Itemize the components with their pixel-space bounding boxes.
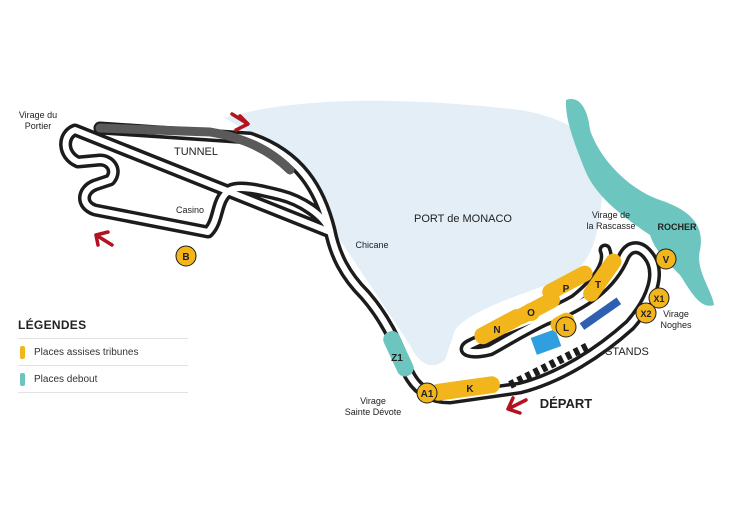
legend-item-seated: Places assises tribunes	[18, 338, 188, 365]
stand-marker-X1[interactable]: X1	[648, 287, 670, 309]
port-water	[225, 100, 605, 366]
label-rascasse-2: la Rascasse	[586, 221, 635, 231]
place-labels: Virage du Portier TUNNEL Casino Chicane …	[19, 110, 697, 417]
label-chicane: Chicane	[355, 240, 388, 250]
legend-item-standing: Places debout	[18, 365, 188, 393]
label-tunnel: TUNNEL	[174, 146, 218, 158]
label-portier-1: Virage du	[19, 110, 57, 120]
stand-label-T: T	[595, 280, 601, 291]
legend-label-seated: Places assises tribunes	[34, 346, 139, 358]
stand-label-N: N	[493, 325, 500, 336]
legend-label-standing: Places debout	[34, 373, 98, 385]
label-depart: DÉPART	[540, 396, 593, 411]
stand-marker-B[interactable]: B	[175, 245, 197, 267]
stand-K-bar	[430, 376, 500, 401]
stand-Z1-bar	[383, 331, 414, 377]
pit-building-1	[530, 329, 562, 355]
label-stands: STANDS	[605, 346, 649, 358]
label-rocher: ROCHER	[657, 222, 697, 232]
label-noghes-2: Noghes	[660, 320, 692, 330]
stand-marker-X2[interactable]: X2	[635, 302, 657, 324]
stand-N-bar	[474, 309, 526, 345]
label-portier-2: Portier	[25, 121, 52, 131]
stand-label-K: K	[466, 384, 474, 395]
legend-title: LÉGENDES	[18, 318, 87, 332]
label-rascasse-1: Virage de	[592, 210, 630, 220]
stand-markers[interactable]: B Z1 A1 K N O P T L V	[175, 245, 677, 404]
label-sainte-devote-1: Virage	[360, 396, 386, 406]
stand-label-A1: A1	[421, 389, 434, 400]
stand-label-Z1: Z1	[391, 353, 403, 364]
stand-marker-P[interactable]: P	[563, 284, 570, 295]
stand-marker-N[interactable]: N	[493, 325, 500, 336]
stand-label-B: B	[182, 252, 189, 263]
red-direction-arrow-icon	[506, 396, 528, 415]
stand-marker-V[interactable]: V	[655, 248, 677, 270]
stand-label-P: P	[563, 284, 570, 295]
stand-marker-O[interactable]: O	[522, 303, 540, 321]
rocher-area	[565, 99, 714, 306]
label-casino: Casino	[176, 205, 204, 215]
stand-P-bar	[542, 265, 593, 300]
stand-label-X2: X2	[640, 309, 651, 319]
stand-label-V: V	[663, 255, 670, 266]
stand-marker-L[interactable]: L	[555, 316, 577, 338]
tunnel-section	[95, 123, 295, 175]
stand-marker-T[interactable]: T	[595, 280, 601, 291]
legend-swatch-standing	[20, 372, 25, 386]
red-direction-arrow-icon	[94, 230, 114, 247]
label-sainte-devote-2: Sainte Dévote	[345, 407, 402, 417]
pit-building-2	[579, 297, 622, 330]
stand-label-O: O	[527, 308, 535, 319]
stand-marker-A1[interactable]: A1	[416, 382, 438, 404]
label-port: PORT de MONACO	[414, 213, 512, 225]
stand-label-X1: X1	[653, 294, 664, 304]
red-direction-arrow-icon	[230, 112, 250, 132]
circuit-track	[59, 121, 661, 405]
legend: LÉGENDES Places assises tribunes Places …	[18, 318, 188, 393]
legend-swatch-seated	[20, 345, 25, 359]
stand-T-bar	[583, 253, 622, 302]
stand-label-L: L	[563, 323, 569, 334]
label-noghes-1: Virage	[663, 309, 689, 319]
stand-marker-Z1[interactable]: Z1	[391, 353, 403, 364]
stand-marker-K[interactable]: K	[466, 384, 474, 395]
start-finish-grid	[508, 341, 592, 389]
